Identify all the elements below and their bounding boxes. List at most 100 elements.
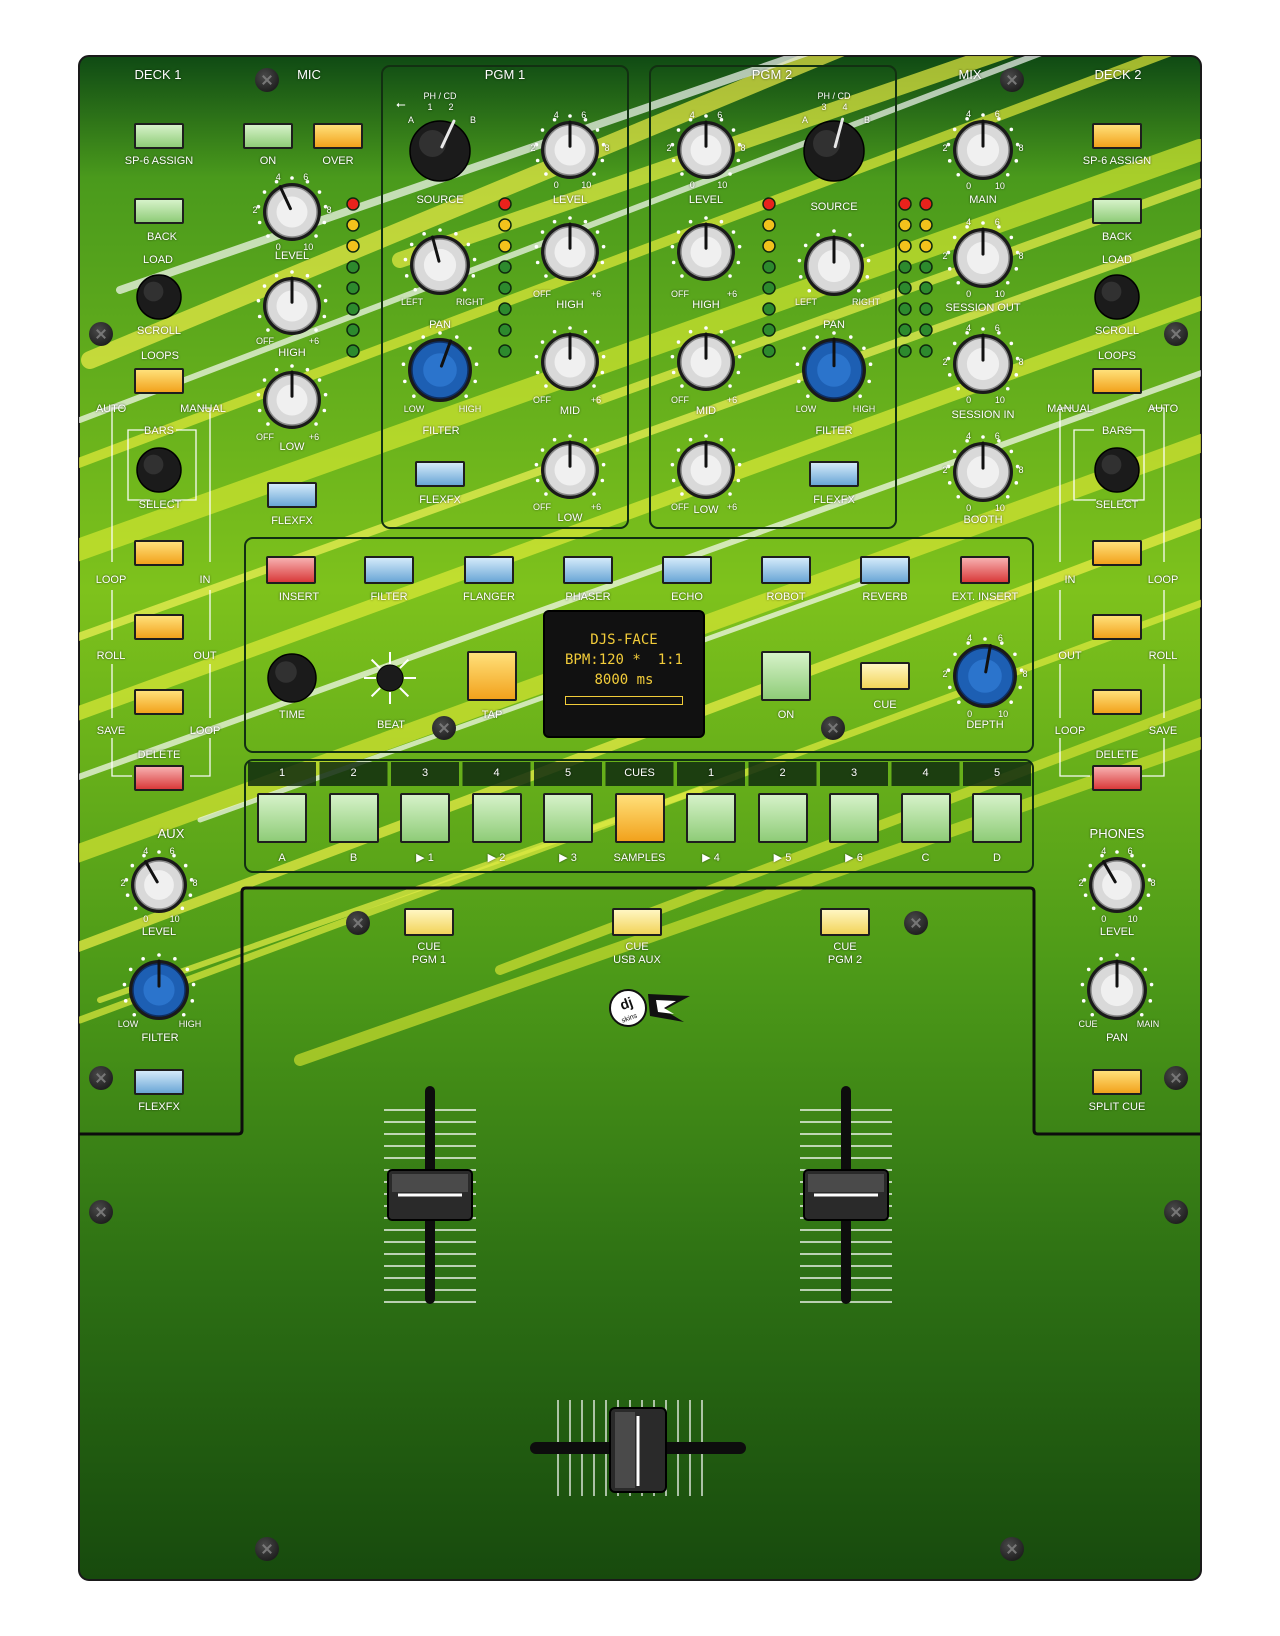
mix-session-in-knob[interactable] — [946, 327, 1020, 394]
pgm2-level-knob[interactable] — [670, 114, 742, 179]
pad-7[interactable] — [686, 793, 736, 843]
channel-fader-pgm1[interactable] — [384, 1086, 476, 1304]
fx-type-button-3[interactable] — [464, 556, 514, 584]
deck1-loops-button[interactable] — [134, 368, 184, 394]
cue-pgm1-button[interactable] — [404, 908, 454, 936]
sections-mic-label: MIC — [297, 67, 321, 82]
common-low-label: LOW — [795, 404, 817, 414]
deck2-auto-label: AUTO — [1147, 403, 1179, 415]
meter-led — [919, 239, 933, 253]
deck2-back-button[interactable] — [1092, 198, 1142, 224]
split-cue-button[interactable] — [1092, 1069, 1142, 1095]
fx-type-button-8[interactable] — [960, 556, 1010, 584]
mix-booth-knob[interactable] — [946, 435, 1020, 502]
pgm2-flexfx-button[interactable] — [809, 461, 859, 487]
mic-on-button[interactable] — [243, 123, 293, 149]
fx-cue-label: CUE — [873, 699, 897, 711]
phones-level-knob[interactable] — [1082, 850, 1152, 913]
pgm1-filter-knob[interactable] — [401, 331, 479, 402]
pad-11[interactable] — [972, 793, 1022, 843]
deck1-roll-out-button[interactable] — [134, 614, 184, 640]
fx-on-button[interactable] — [761, 651, 811, 701]
deck1-sp6-assign-button[interactable] — [134, 123, 184, 149]
fx-type-button-1[interactable] — [266, 556, 316, 584]
pgm2-source-knob[interactable] — [803, 117, 865, 182]
deck2-in-loop-button[interactable] — [1092, 540, 1142, 566]
pgm2-mid-knob[interactable] — [670, 326, 742, 391]
pad-2[interactable] — [328, 793, 379, 843]
pad-1[interactable] — [257, 793, 307, 843]
deck2-load-label: LOAD — [1102, 254, 1132, 266]
deck1-select-knob[interactable] — [136, 447, 182, 493]
common-t0-label: 0 — [553, 180, 559, 190]
aux-filter-knob[interactable] — [122, 953, 196, 1020]
fx-cue-button[interactable] — [860, 662, 910, 690]
pgm1-level-knob[interactable] — [534, 114, 606, 179]
pad-4[interactable] — [471, 793, 522, 843]
pgm1-high-knob[interactable] — [534, 216, 606, 281]
channel-fader-pgm2[interactable] — [800, 1086, 892, 1304]
deck1-back-button[interactable] — [134, 198, 184, 224]
fx-type-button-4[interactable] — [563, 556, 613, 584]
deck1-delete-button[interactable] — [134, 765, 184, 791]
aux-flexfx-button[interactable] — [134, 1069, 184, 1095]
pgm1-source-knob[interactable] — [409, 119, 471, 182]
phones-pan-knob[interactable] — [1080, 953, 1154, 1020]
crossfader[interactable] — [530, 1400, 746, 1496]
mic-flexfx-button[interactable] — [267, 482, 317, 508]
mic-over-button[interactable] — [313, 123, 363, 149]
cue_buttons-cue2-label: CUE — [625, 941, 649, 953]
deck2-select-label: SELECT — [1095, 499, 1139, 511]
cue_buttons-cue3-label: CUE — [833, 941, 857, 953]
pgm2-pan-knob[interactable] — [797, 229, 871, 296]
fx-type-button-7[interactable] — [860, 556, 910, 584]
cue-usb-aux-button[interactable] — [612, 908, 662, 936]
meter-led — [498, 323, 512, 337]
pgm1-flexfx-button[interactable] — [415, 461, 465, 487]
deck2-sp6-assign-button[interactable] — [1092, 123, 1142, 149]
common-mid-label: MID — [695, 405, 717, 417]
common-flexfx-label: FLEXFX — [271, 515, 313, 527]
deck2-loops-button[interactable] — [1092, 368, 1142, 394]
fx-type-button-5[interactable] — [662, 556, 712, 584]
pads-labels-5-label: SAMPLES — [613, 852, 666, 864]
deck1-scroll-knob[interactable] — [136, 274, 182, 320]
cue-pgm2-button[interactable] — [820, 908, 870, 936]
fx-time-knob[interactable] — [267, 653, 317, 703]
deck2-scroll-knob[interactable] — [1094, 274, 1140, 320]
pgm1-low-knob[interactable] — [534, 434, 606, 499]
fx-depth-knob[interactable] — [946, 637, 1024, 708]
deck2-pan_cue-label: CUE — [1078, 1019, 1098, 1029]
fx-type-button-6[interactable] — [761, 556, 811, 584]
pgm2-filter-knob[interactable] — [795, 331, 873, 402]
deck1-save-loop-button[interactable] — [134, 689, 184, 715]
pad-10[interactable] — [900, 793, 951, 843]
sections-pgm1-label: PGM 1 — [484, 67, 526, 82]
deck1-loops-label: LOOPS — [141, 350, 179, 362]
deck1-loop-in-button[interactable] — [134, 540, 184, 566]
pad-9[interactable] — [829, 793, 879, 843]
aux-level-knob[interactable] — [124, 850, 194, 913]
mix-session-out-knob[interactable] — [946, 221, 1020, 288]
common-off-label: OFF — [671, 502, 689, 512]
deck2-delete-button[interactable] — [1092, 765, 1142, 791]
pad-8[interactable] — [757, 793, 808, 843]
fx-tap-button[interactable] — [467, 651, 517, 701]
pgm1-mid-knob[interactable] — [534, 326, 606, 391]
mic-low-knob[interactable] — [256, 364, 328, 429]
deck2-out-roll-button[interactable] — [1092, 614, 1142, 640]
pgm2-high-knob[interactable] — [670, 216, 742, 281]
fx-type-button-2[interactable] — [364, 556, 414, 584]
mix-main-knob[interactable] — [946, 113, 1020, 180]
mic-high-knob[interactable] — [256, 270, 328, 335]
pad-5[interactable] — [543, 793, 593, 843]
pad-6[interactable] — [614, 793, 665, 843]
deck2-loop-label: LOOP — [1147, 574, 1179, 586]
pgm1-pan-knob[interactable] — [403, 228, 477, 295]
pgm2-low-knob[interactable] — [670, 434, 742, 499]
pad-3[interactable] — [400, 793, 450, 843]
deck2-loop-save-button[interactable] — [1092, 689, 1142, 715]
deck2-select-knob[interactable] — [1094, 447, 1140, 493]
sections-deck1-label: DECK 1 — [134, 67, 182, 82]
mic-level-knob[interactable] — [256, 176, 328, 241]
